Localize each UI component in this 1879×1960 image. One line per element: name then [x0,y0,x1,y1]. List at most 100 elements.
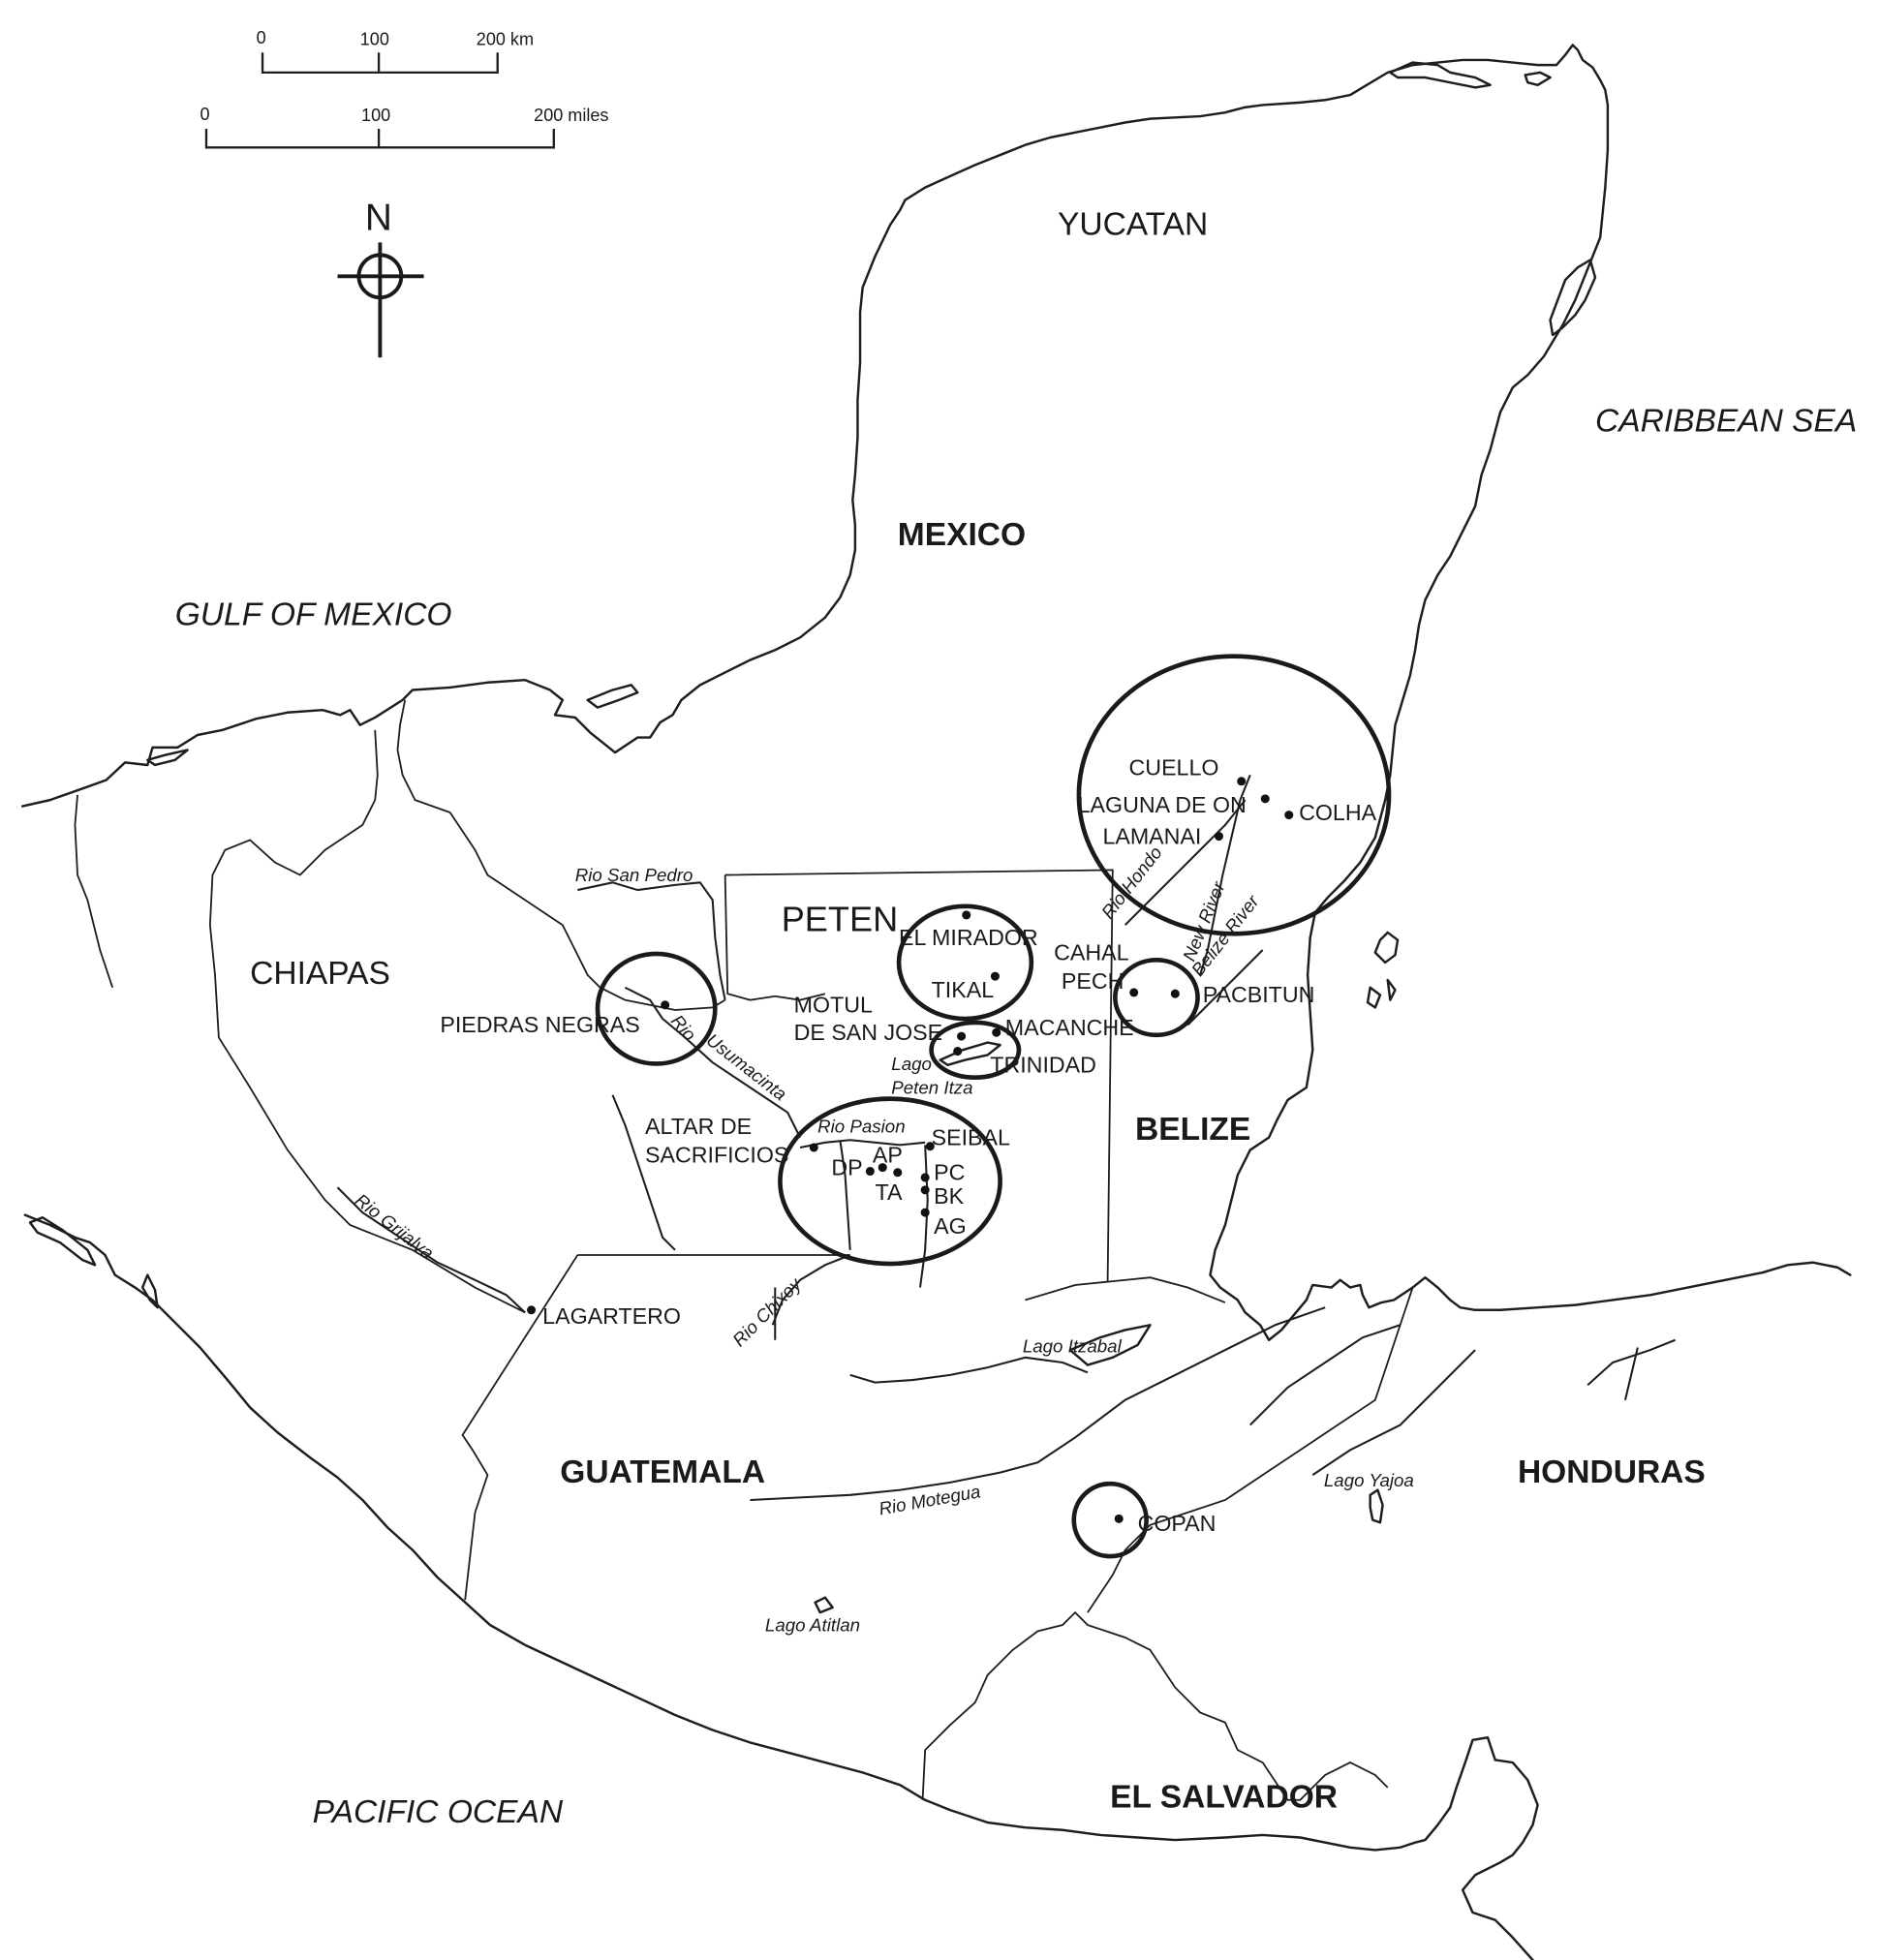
label-yucatan: YUCATAN [1058,207,1208,243]
lake-itzabal [1068,1324,1152,1366]
river-grijalva [336,1186,526,1314]
island-north [1389,61,1492,89]
pacific-lagoon-2 [140,1273,159,1309]
ring-copan [1071,1481,1149,1559]
label-lago-yajoa: Lago Yajoa [1324,1470,1414,1490]
label-rio-pasion: Rio Pasion [817,1116,905,1136]
gulf-lagoon [146,749,189,767]
label-site-altar-1: ALTAR DE [645,1114,752,1139]
lakes [814,1041,1384,1614]
label-site-laguna-de-on: LAGUNA DE ON [1078,792,1247,817]
label-site-tikal: TIKAL [932,977,995,1002]
label-gulf-of-mexico: GULF OF MEXICO [175,597,452,632]
ring-cahal-pech-pacbitun [1113,958,1200,1038]
label-site-seibal: SEIBAL [932,1124,1010,1149]
label-site-ag: AG [934,1213,967,1239]
scale-km-tick-200: 200 km [477,29,534,48]
label-site-cahal-pech-2: PECH [1062,968,1124,994]
north-label: N [365,198,392,239]
label-chiapas: CHIAPAS [250,956,390,992]
label-lago-atitlan: Lago Atitlan [765,1615,860,1636]
river-san-pedro [577,881,726,1000]
border-peten [724,869,1114,1282]
label-rio-usumacinta-2: Usumacinta [703,1029,791,1104]
coastline-pacific [23,1213,1539,1960]
pacific-lagoon [28,1216,97,1267]
label-rio-san-pedro: Rio San Pedro [575,865,693,885]
scale-bar-km: 0 100 200 km [257,28,534,75]
border-campeche [396,699,726,1011]
label-site-colha: COLHA [1299,800,1377,825]
river-new [1199,774,1251,976]
borders [74,699,1414,1801]
coastlines [21,44,1852,1960]
river-guatemala-central [849,1356,1089,1384]
label-rio-motegua: Rio Motegua [878,1481,982,1518]
label-belize: BELIZE [1135,1112,1250,1148]
lake-atitlan [814,1596,834,1614]
label-caribbean-sea: CARIBBEAN SEA [1595,403,1857,439]
rivers [336,774,1676,1502]
site-rings [595,654,1392,1559]
label-rio-chixoy: Rio Chixoy [728,1272,806,1350]
label-site-macanche: MACANCHE [1005,1015,1134,1040]
label-lago-peten-itza-2: Peten Itza [891,1077,972,1097]
river-honduras-2 [1311,1349,1476,1477]
label-site-trinidad: TRINIDAD [990,1053,1096,1078]
border-guatemala-mexico [461,1254,850,1601]
ring-northern-belize [1076,654,1392,936]
label-site-altar-2: SACRIFICIOS [645,1142,788,1167]
label-site-el-mirador: EL MIRADOR [899,925,1038,950]
label-site-piedras-negras: PIEDRAS NEGRAS [440,1012,639,1037]
label-site-ta: TA [876,1179,903,1205]
site-dots [527,777,1294,1523]
river-motegua [750,1306,1326,1502]
river-pasion-south [918,1145,929,1288]
coastline-north [21,44,1852,1341]
scale-miles-tick-200: 200 miles [534,106,608,125]
label-lago-peten-itza-1: Lago [891,1054,932,1074]
label-site-lamanai: LAMANAI [1102,823,1201,848]
label-rio-hondo: Rio Hondo [1097,842,1166,923]
river-pasion [799,1139,926,1250]
island-small-ne [1524,71,1552,87]
label-site-pacbitun: PACBITUN [1203,982,1315,1007]
river-usumacinta [624,986,802,1139]
label-lago-itzabal: Lago Itzabal [1023,1336,1123,1357]
label-site-dp: DP [831,1154,862,1179]
scale-bar-miles: 0 100 200 miles [200,105,608,149]
scale-miles-tick-0: 0 [200,105,210,124]
border-el-salvador [921,1610,1389,1801]
label-site-bk: BK [934,1183,964,1209]
label-site-lagartero: LAGARTERO [542,1303,681,1329]
label-el-salvador: EL SALVADOR [1110,1780,1338,1816]
island-cozumel [1549,259,1597,337]
river-upper-usumacinta-west [611,1094,676,1251]
scale-miles-tick-100: 100 [361,106,390,125]
border-guatemala-honduras [1087,1287,1414,1613]
river-hondo [1124,799,1247,926]
river-belize [1186,949,1264,1026]
river-honduras-1 [1249,1324,1401,1426]
border-tabasco-2 [208,729,526,1314]
label-site-motul-1: MOTUL [794,993,873,1018]
label-pacific-ocean: PACIFIC OCEAN [313,1794,564,1830]
label-peten: PETEN [782,900,898,939]
ring-pasion [778,1096,1002,1267]
north-arrow-crosshair-icon: N [337,198,424,358]
label-site-copan: COPAN [1138,1511,1217,1536]
border-izabal [1025,1276,1226,1303]
label-site-ap: AP [873,1142,903,1167]
ring-mirador-tikal [896,903,1034,1022]
river-honduras-east [1586,1338,1676,1400]
ring-piedras-negras [595,951,718,1066]
scale-km-tick-100: 100 [360,29,389,48]
label-site-cahal-pech-1: CAHAL [1054,939,1129,965]
lake-yajoa [1369,1488,1384,1524]
label-site-cuello: CUELLO [1129,754,1219,780]
label-guatemala: GUATEMALA [560,1455,765,1490]
label-site-motul-2: DE SAN JOSE [794,1020,943,1045]
label-honduras: HONDURAS [1518,1455,1706,1490]
